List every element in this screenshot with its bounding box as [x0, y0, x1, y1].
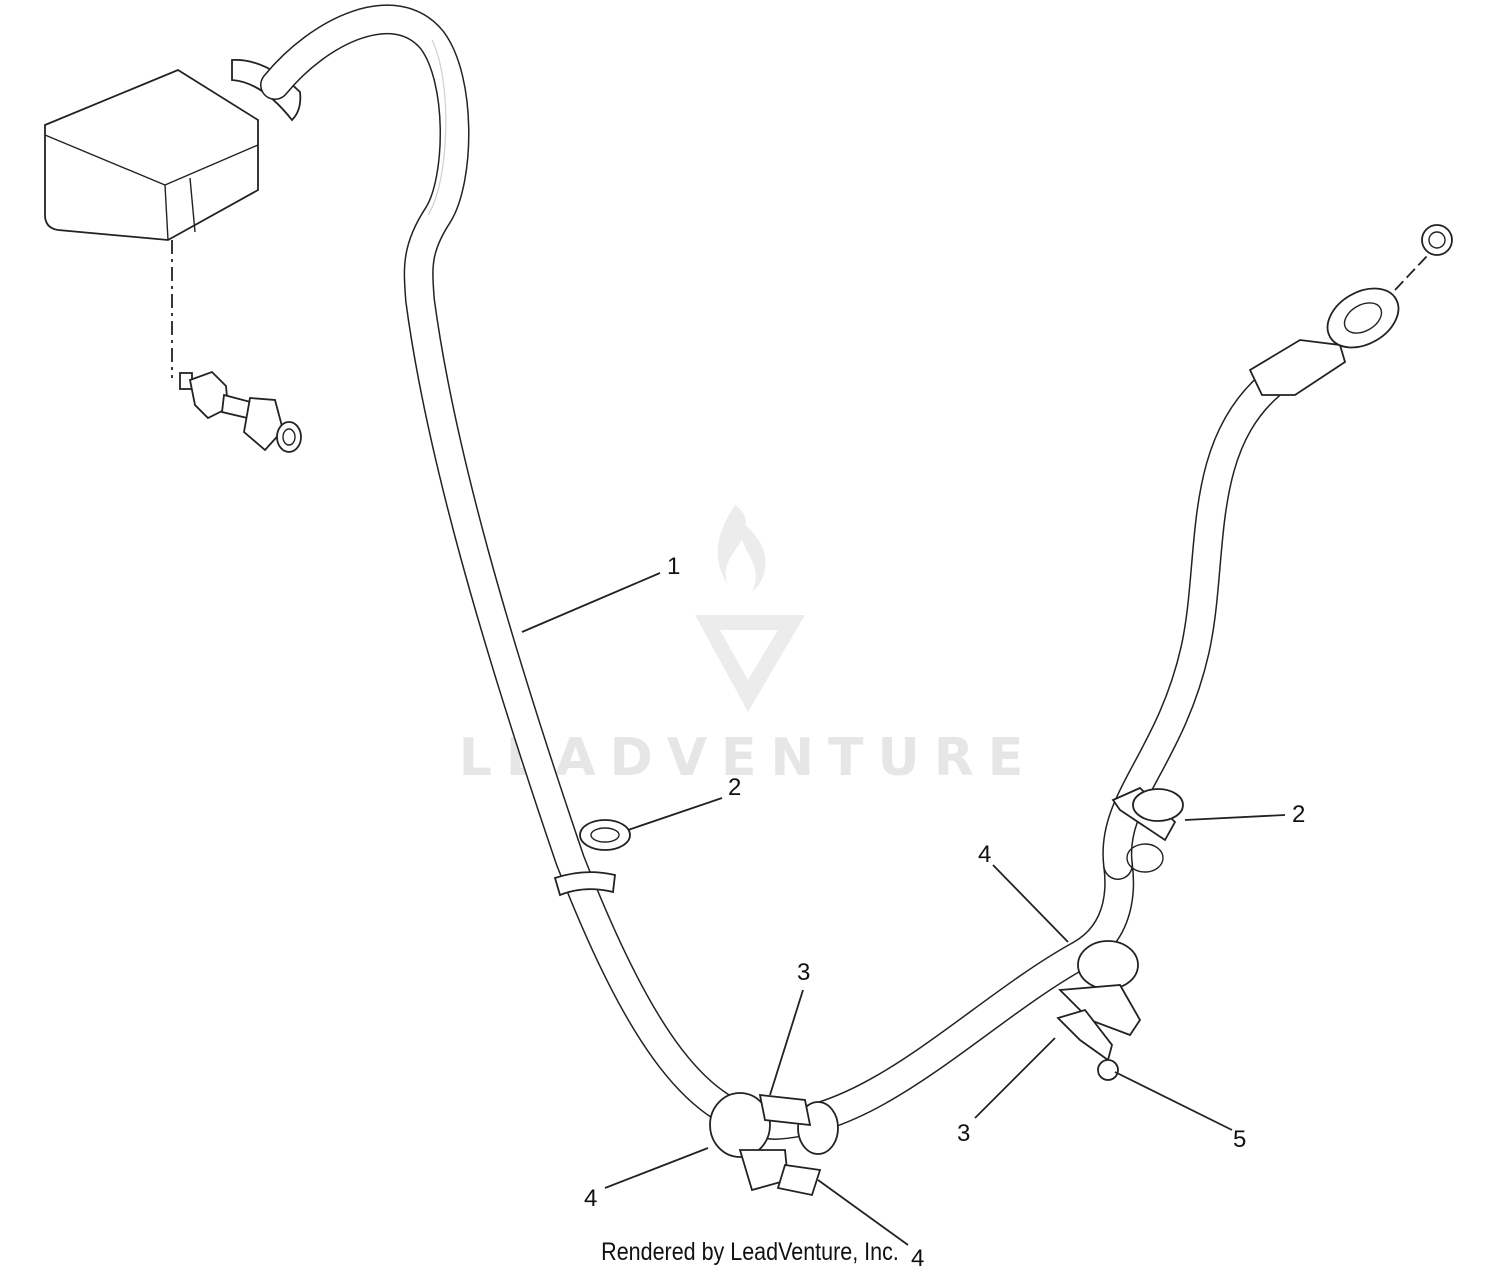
clamp-right-assembly: [1056, 940, 1142, 1081]
clip-upper-left: [553, 819, 631, 897]
terminal-stud: [171, 240, 302, 453]
callout-4-left: 4: [584, 1185, 597, 1212]
callout-4-bottom: 4: [911, 1245, 924, 1272]
callout-3-right: 3: [957, 1120, 970, 1147]
callout-1: 1: [667, 553, 680, 580]
callout-4-right: 4: [978, 841, 991, 868]
callout-5: 5: [1233, 1126, 1246, 1153]
clip-upper-right: [1111, 786, 1184, 873]
footer-credit: Rendered by LeadVenture, Inc.: [601, 1238, 899, 1266]
callout-2-right: 2: [1292, 801, 1305, 828]
clamp-bottom-assembly: [709, 1092, 839, 1197]
callout-2-left: 2: [728, 774, 741, 801]
leader-lines: [521, 572, 1286, 1246]
ring-terminal: [1248, 224, 1453, 396]
callout-3-bottom: 3: [797, 959, 810, 986]
watermark-logo: [695, 505, 805, 712]
